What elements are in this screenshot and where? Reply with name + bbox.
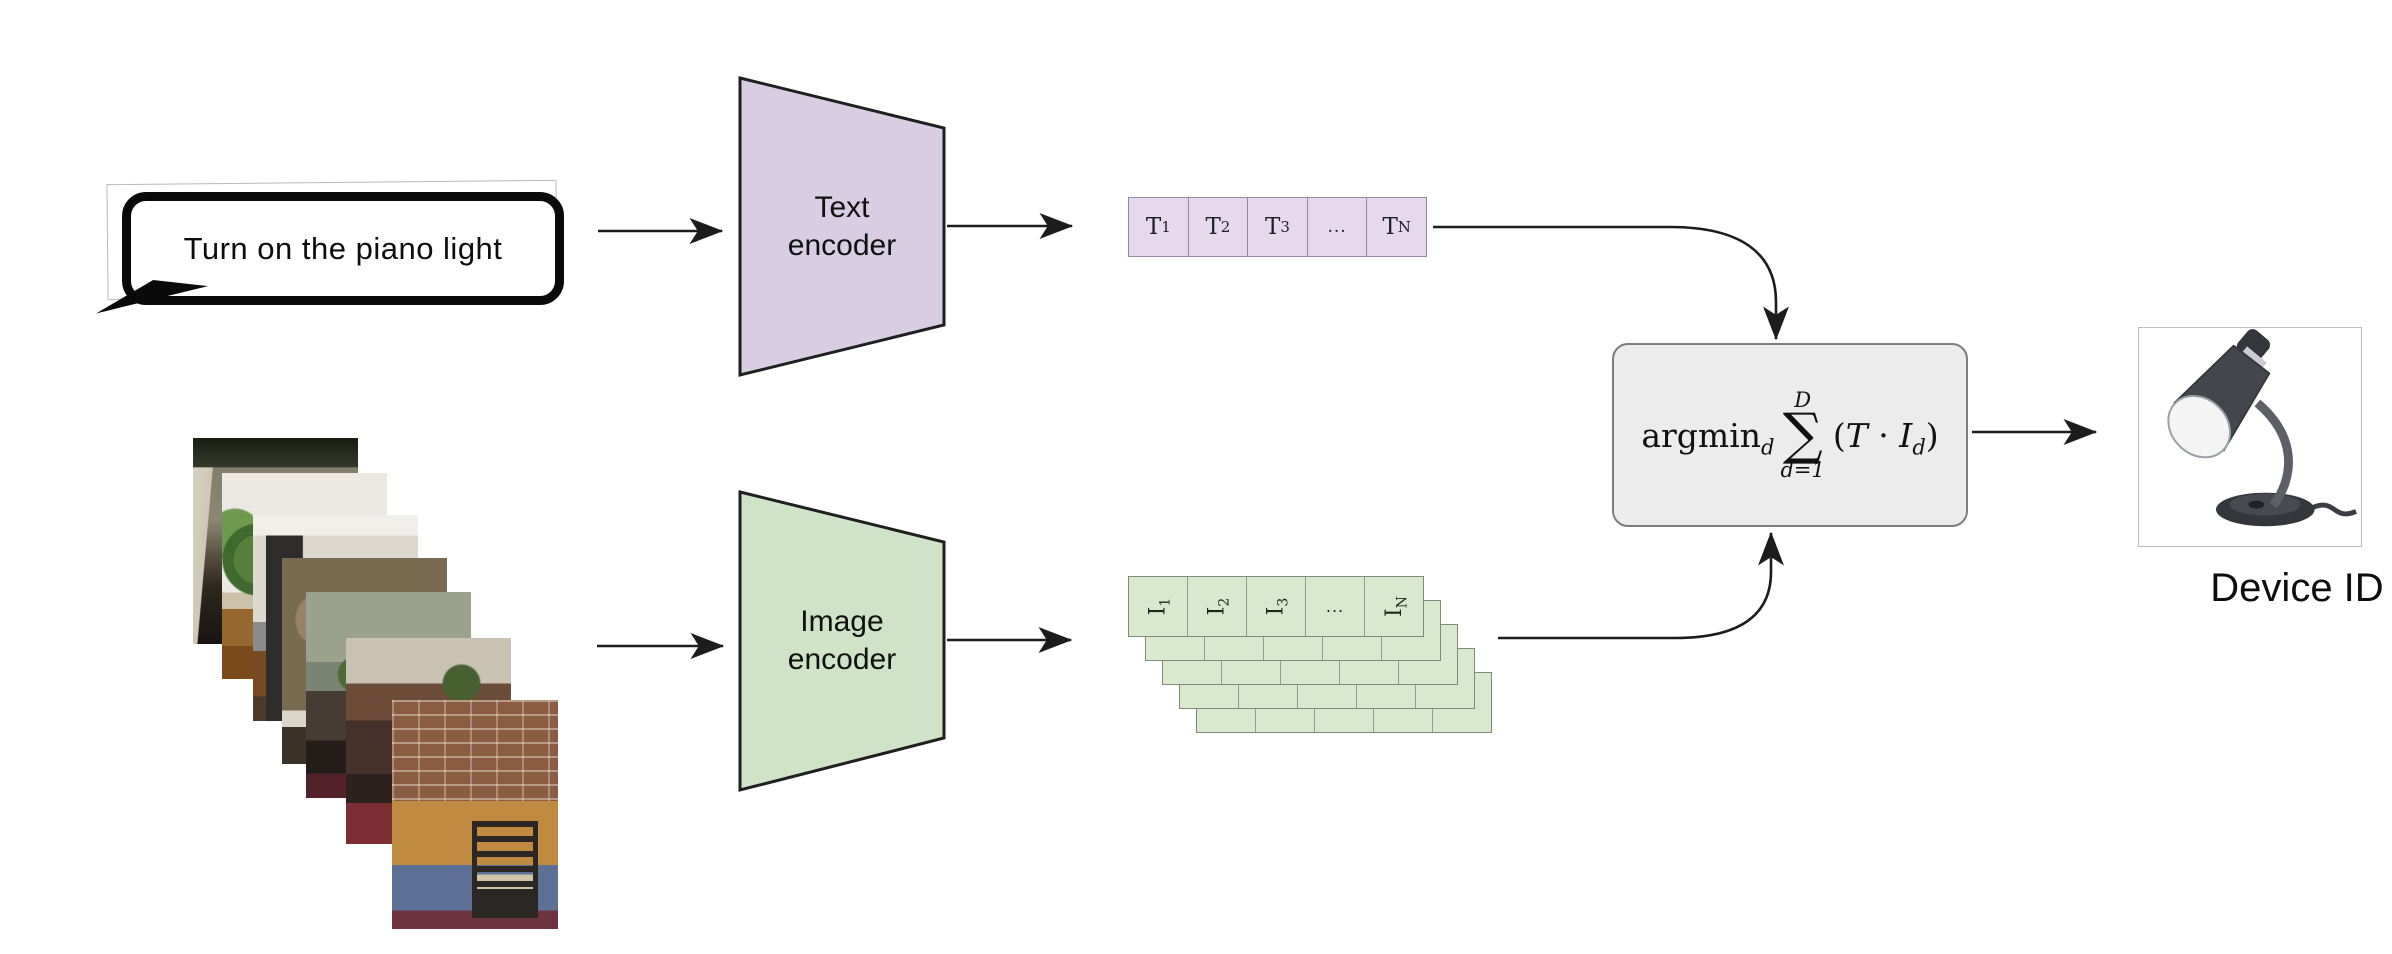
connector-text-tokens-to-formula [1433,225,1789,341]
image-token-i2: I2 [1187,577,1246,636]
image-token-i1: I1 [1129,577,1187,636]
desk-lamp-icon [2167,329,2357,527]
voice-command-text: Turn on the piano light [183,230,503,266]
image-encoder-trapezoid [738,490,946,792]
argmin-formula: argmind D ∑ d=1 (T · Id) [1641,388,1939,482]
image-token-i3: I3 [1246,577,1305,636]
image-token-in: IN [1364,577,1423,636]
device-image-frame [2138,327,2362,547]
image-encoder-label: Image encoder [787,605,897,676]
room-photo-7 [392,700,558,929]
connector-image-embeddings-to-formula [1498,531,1784,640]
text-encoder-label: Text encoder [787,190,897,262]
summation-symbol: D ∑ d=1 [1780,388,1825,482]
text-token-ellipsis: ... [1306,198,1367,256]
text-encoder-trapezoid [738,76,946,377]
image-token-ellipsis: ... [1305,577,1364,636]
argmin-formula-box: argmind D ∑ d=1 (T · Id) [1612,343,1968,527]
image-embedding-row-1: I1 I2 I3 ... IN [1128,576,1424,637]
device-id-label: Device ID [2210,566,2384,610]
